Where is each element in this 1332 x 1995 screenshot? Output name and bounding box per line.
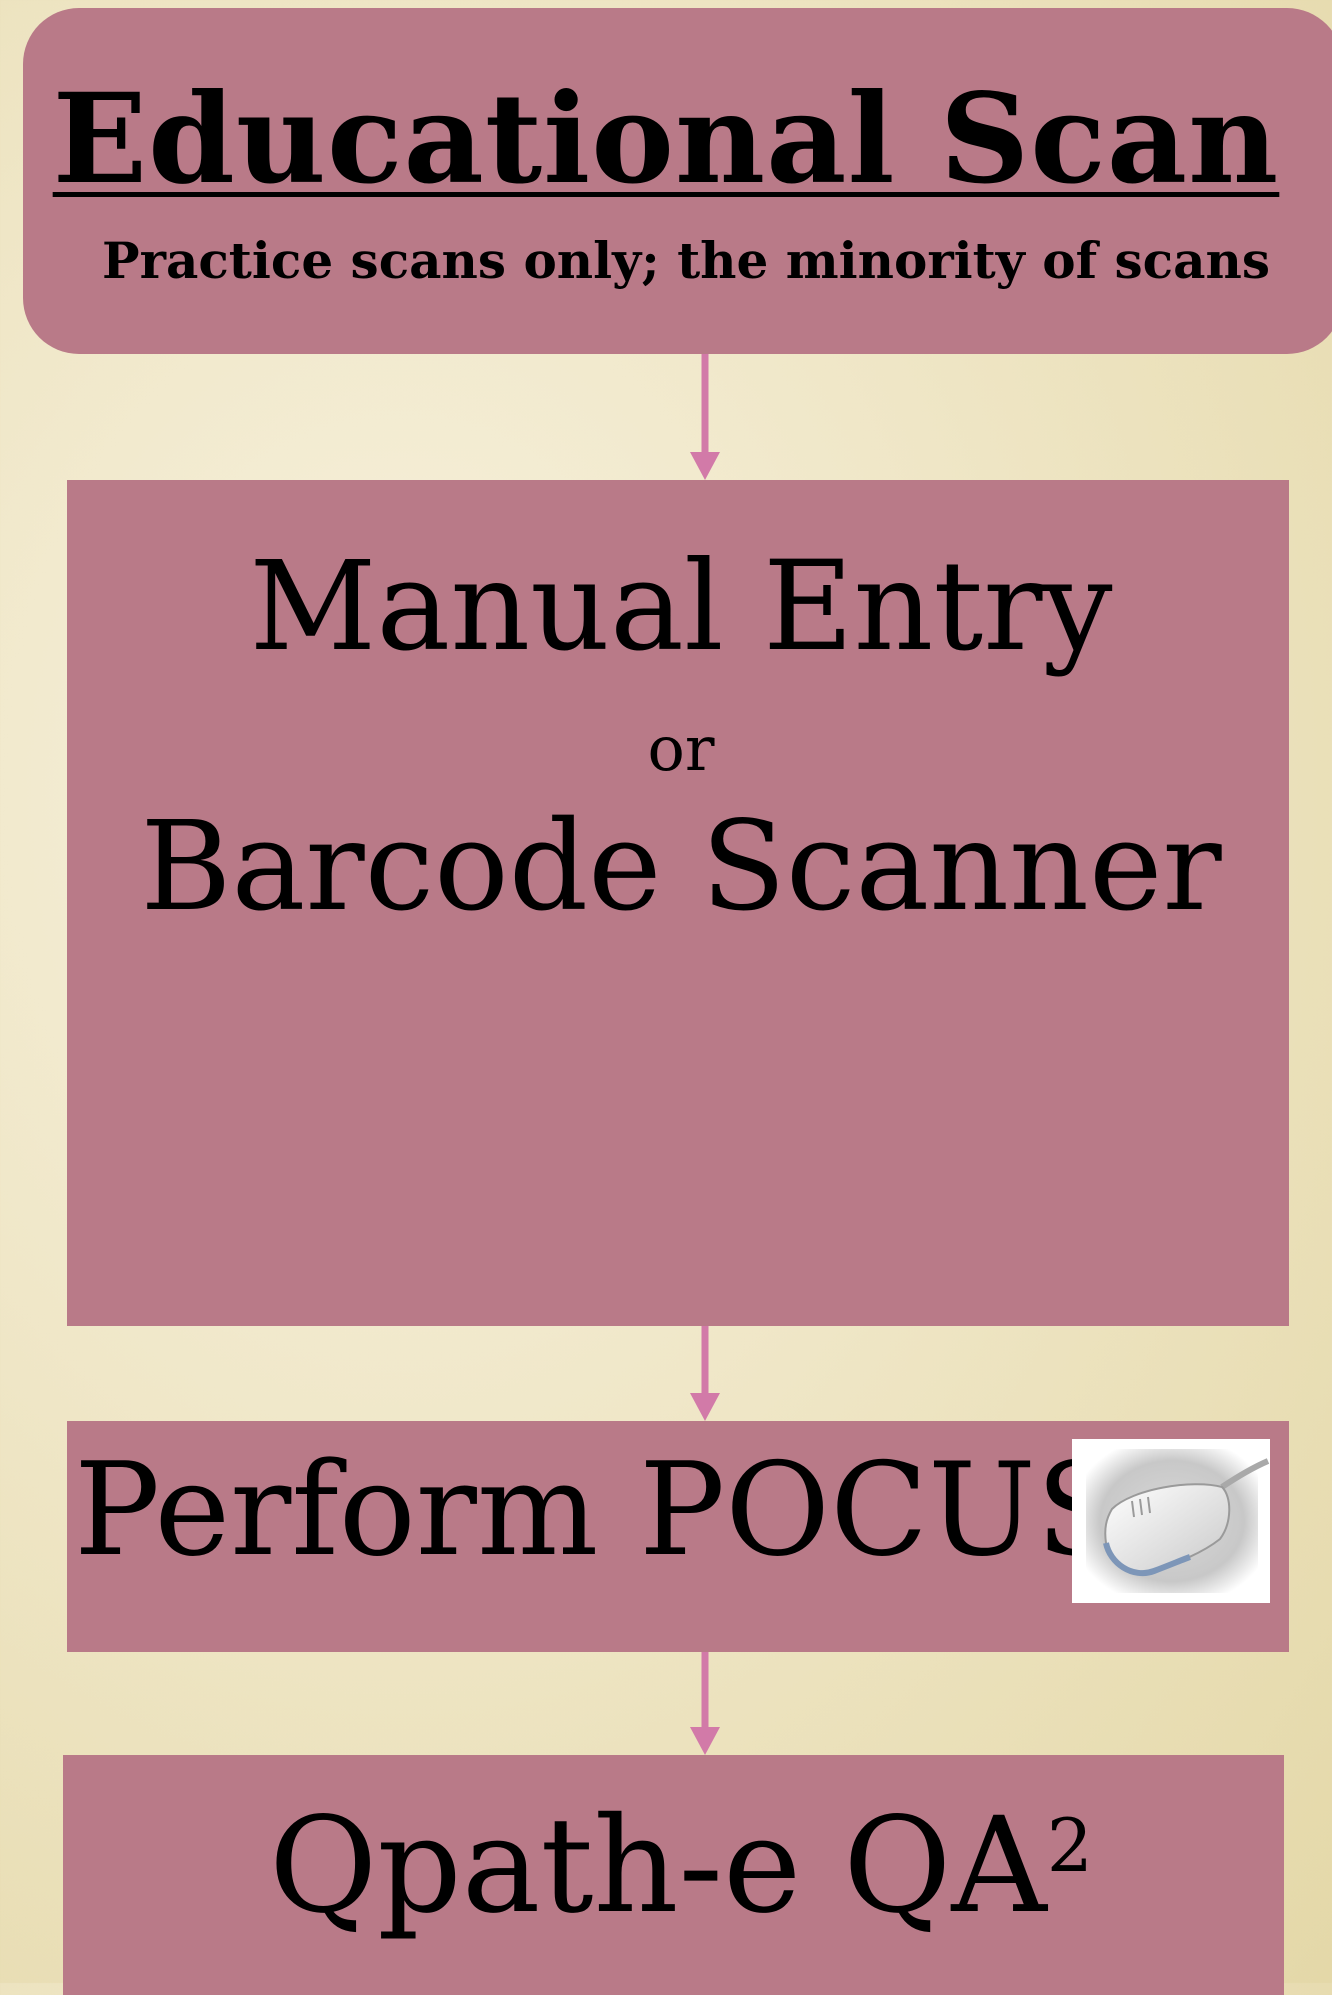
ultrasound-probe-icon — [1072, 1439, 1270, 1603]
arrowhead-edu-to-manual — [690, 452, 720, 480]
arrowhead-pocus-to-qpath — [690, 1727, 720, 1755]
manual-entry-label: Manual Entry — [249, 535, 1113, 679]
qpath-superscript: 2 — [1046, 1805, 1093, 1890]
arrowhead-manual-to-pocus — [690, 1393, 720, 1421]
educational-scan-title: Educational Scan — [52, 67, 1280, 212]
barcode-scanner-label: Barcode Scanner — [140, 795, 1222, 939]
manual-entry-box — [67, 480, 1289, 1326]
perform-pocus-label: Perform POCUS — [74, 1436, 1124, 1585]
educational-scan-box — [23, 8, 1332, 354]
qpath-box — [63, 1755, 1284, 1995]
or-connector-label: or — [647, 712, 715, 785]
qpath-label: Qpath-e QA2 — [0, 1800, 1332, 1932]
educational-scan-subtitle: Practice scans only; the minority of sca… — [102, 231, 1270, 290]
qpath-label-text: Qpath-e QA — [269, 1789, 1047, 1943]
